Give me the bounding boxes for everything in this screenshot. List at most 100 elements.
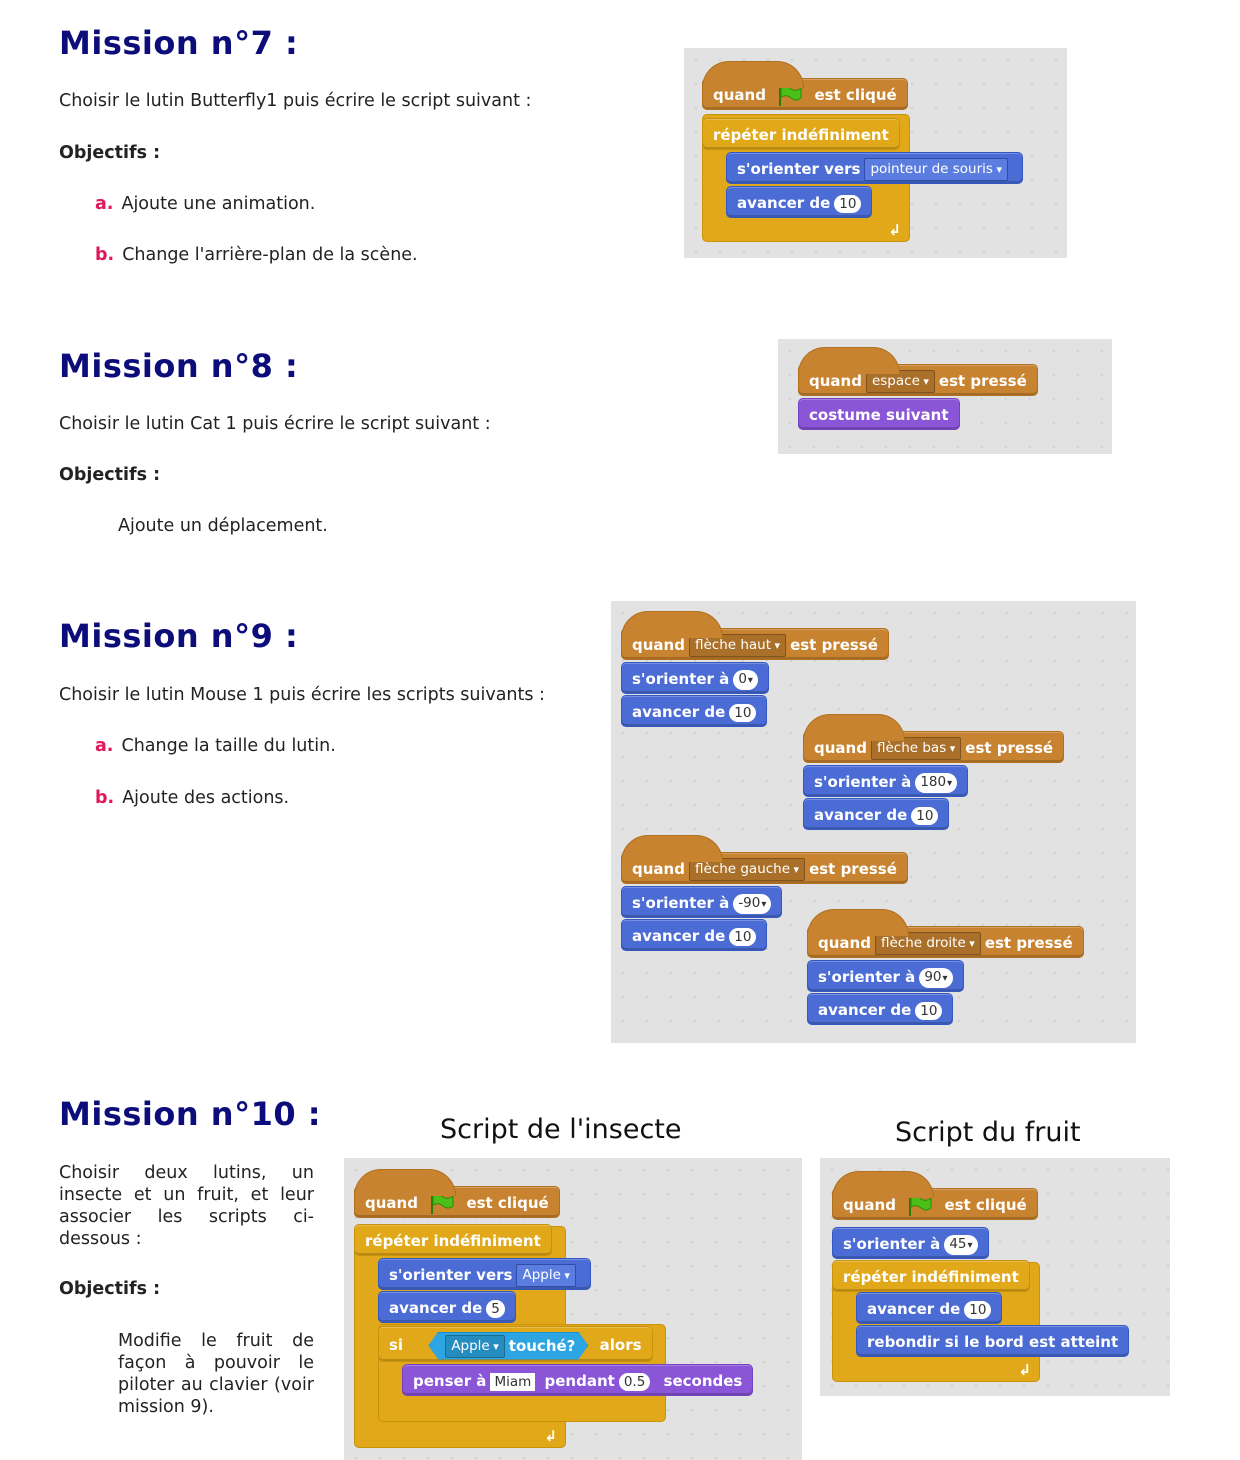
insect-script-caption: Script de l'insecte xyxy=(440,1114,682,1145)
key-dropdown[interactable]: flèche gauche xyxy=(688,858,806,881)
angle-dropdown[interactable]: 180 xyxy=(915,772,958,793)
key-dropdown[interactable]: flèche haut xyxy=(688,634,787,657)
key-dropdown[interactable]: espace xyxy=(865,370,935,393)
when-flag-clicked-block[interactable]: quand est cliqué xyxy=(354,1169,560,1218)
point-direction-block[interactable]: s'orienter à-90 xyxy=(621,886,783,918)
block-text: s'orienter à xyxy=(632,670,730,688)
key-dropdown[interactable]: flèche bas xyxy=(870,737,962,760)
angle-dropdown[interactable]: -90 xyxy=(733,893,772,914)
block-text: répéter indéfiniment xyxy=(843,1268,1019,1286)
when-flag-clicked-block[interactable]: quand est cliqué xyxy=(832,1171,1038,1220)
block-text: est pressé xyxy=(809,860,897,878)
objective-text: Ajoute des actions. xyxy=(122,788,290,808)
if-then-block[interactable]: si Appletouché? alors xyxy=(378,1326,653,1362)
mission7-objective-a: a.Ajoute une animation. xyxy=(95,194,315,214)
bounce-on-edge-block[interactable]: rebondir si le bord est atteint xyxy=(856,1325,1130,1357)
mission8-intro: Choisir le lutin Cat 1 puis écrire le sc… xyxy=(59,414,491,434)
when-key-pressed-block[interactable]: quandespaceest pressé xyxy=(798,347,1038,396)
block-text: s'orienter à xyxy=(818,968,916,986)
steps-input[interactable]: 10 xyxy=(729,703,757,722)
block-text: avancer de xyxy=(737,194,831,212)
green-flag-icon xyxy=(909,1195,932,1216)
target-dropdown[interactable]: pointeur de souris xyxy=(864,158,1008,181)
insect-script-panel: ↲ quand est cliqué répéter indéfiniment … xyxy=(344,1158,802,1460)
list-letter: b. xyxy=(95,788,115,808)
block-text: avancer de xyxy=(814,806,908,824)
block-text: touché? xyxy=(508,1336,576,1355)
target-dropdown[interactable]: Apple xyxy=(516,1264,576,1287)
block-text: secondes xyxy=(663,1372,743,1390)
block-text: quand xyxy=(365,1194,418,1212)
seconds-input[interactable]: 0.5 xyxy=(618,1372,651,1391)
steps-input[interactable]: 5 xyxy=(486,1299,505,1318)
when-flag-clicked-block[interactable]: quand est cliqué xyxy=(702,61,908,110)
repeat-forever-block[interactable]: répéter indéfiniment xyxy=(832,1260,1030,1292)
mission10-intro: Choisir deux lutins, un insecte et un fr… xyxy=(59,1163,314,1249)
list-letter: b. xyxy=(95,245,115,265)
block-text: s'orienter vers xyxy=(389,1266,513,1284)
mission9-intro: Choisir le lutin Mouse 1 puis écrire les… xyxy=(59,685,545,705)
fruit-script-caption: Script du fruit xyxy=(895,1117,1081,1148)
key-dropdown[interactable]: flèche droite xyxy=(874,932,981,955)
block-text: est pressé xyxy=(790,636,878,654)
block-text: s'orienter vers xyxy=(737,160,861,178)
block-text: quand xyxy=(809,372,862,390)
block-text: répéter indéfiniment xyxy=(365,1232,541,1250)
block-text: avancer de xyxy=(867,1300,961,1318)
block-text: est pressé xyxy=(984,934,1073,952)
block-text: costume suivant xyxy=(809,406,949,424)
list-letter: a. xyxy=(95,736,114,756)
angle-dropdown[interactable]: 45 xyxy=(944,1234,978,1255)
block-text: s'orienter à xyxy=(814,773,912,791)
steps-input[interactable]: 10 xyxy=(915,1001,943,1020)
green-flag-icon xyxy=(431,1193,454,1214)
block-text: est pressé xyxy=(965,739,1054,757)
repeat-forever-block[interactable]: répéter indéfiniment xyxy=(702,118,900,150)
repeat-forever-block[interactable]: répéter indéfiniment xyxy=(354,1224,552,1256)
block-text: répéter indéfiniment xyxy=(713,126,889,144)
block-text: avancer de xyxy=(389,1299,483,1317)
block-text: avancer de xyxy=(632,703,726,721)
mission8-title: Mission n°8 : xyxy=(59,347,299,385)
block-text: est pressé xyxy=(938,372,1027,390)
steps-input[interactable]: 10 xyxy=(834,194,862,213)
think-text-input[interactable]: Miam xyxy=(490,1372,536,1391)
steps-input[interactable]: 10 xyxy=(729,927,757,946)
touching-sensor-block[interactable]: Appletouché? xyxy=(428,1332,588,1360)
block-text: pendant xyxy=(544,1372,615,1390)
block-text: quand xyxy=(843,1196,896,1214)
next-costume-block[interactable]: costume suivant xyxy=(798,398,960,430)
steps-input[interactable]: 10 xyxy=(911,806,939,825)
block-text: quand xyxy=(713,86,766,104)
angle-dropdown[interactable]: 0 xyxy=(733,669,758,690)
angle-dropdown[interactable]: 90 xyxy=(919,967,953,988)
loop-arrow-icon: ↲ xyxy=(544,1427,557,1445)
objective-text: Ajoute une animation. xyxy=(121,194,316,214)
steps-input[interactable]: 10 xyxy=(964,1300,992,1319)
block-text: est cliqué xyxy=(944,1196,1027,1214)
mission9-objective-b: b. Ajoute des actions. xyxy=(95,788,289,808)
block-text: alors xyxy=(599,1336,642,1354)
block-text: quand xyxy=(814,739,867,757)
mission8-objectives-label: Objectifs : xyxy=(59,465,161,485)
touch-target-dropdown[interactable]: Apple xyxy=(445,1335,504,1358)
mission7-intro: Choisir le lutin Butterfly1 puis écrire … xyxy=(59,91,532,111)
